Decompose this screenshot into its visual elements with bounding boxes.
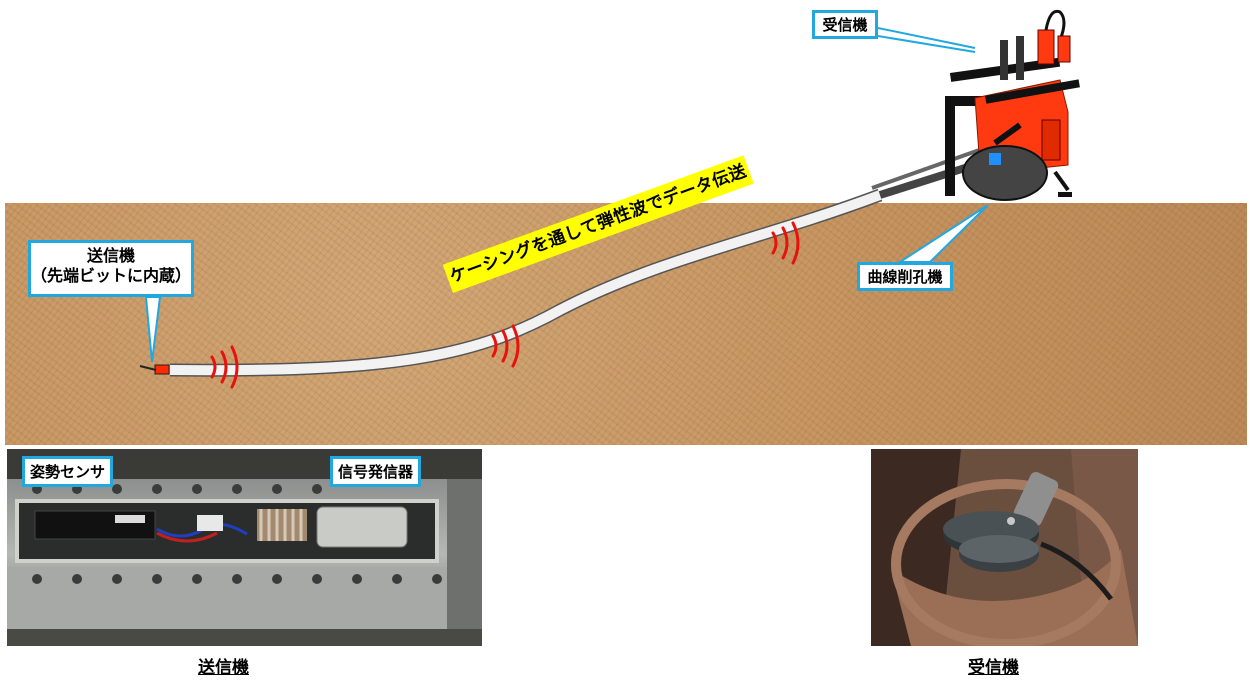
drill-callout-pointer — [896, 204, 989, 263]
transmitter-photo-caption: 送信機 — [198, 658, 249, 678]
receiver-photo-art — [871, 449, 1138, 646]
drill-rod-guide — [871, 146, 986, 190]
wave-mark-2 — [491, 324, 520, 368]
drill-callout: 曲線削孔機 — [857, 262, 953, 291]
wave-mark-1 — [210, 345, 239, 389]
transmitter-callout-line1: 送信機 — [86, 246, 135, 265]
receiver-callout: 受信機 — [812, 10, 878, 39]
drill-drum — [962, 145, 1048, 201]
receiver-callout-leader — [877, 27, 976, 49]
receiver-callout-leader-2 — [877, 35, 976, 53]
transmitter-callout: 送信機 （先端ビットに内蔵） — [28, 240, 194, 297]
ground-cross-section — [5, 203, 1247, 445]
receiver-photo-caption: 受信機 — [968, 658, 1019, 678]
drill-bit — [154, 364, 170, 375]
bit-tip — [139, 365, 157, 371]
casing-pipe-outline — [169, 188, 883, 377]
signal-generator-label: 信号発信器 — [330, 456, 422, 487]
curve-drilling-machine — [945, 9, 1080, 201]
receiver-photo — [871, 449, 1138, 646]
wave-mark-3 — [771, 221, 800, 265]
transmitter-callout-line2: （先端ビットに内蔵） — [31, 266, 192, 285]
posture-sensor-label: 姿勢センサ — [22, 456, 114, 487]
transmitter-callout-pointer — [144, 296, 162, 363]
casing-pipe — [169, 190, 882, 376]
